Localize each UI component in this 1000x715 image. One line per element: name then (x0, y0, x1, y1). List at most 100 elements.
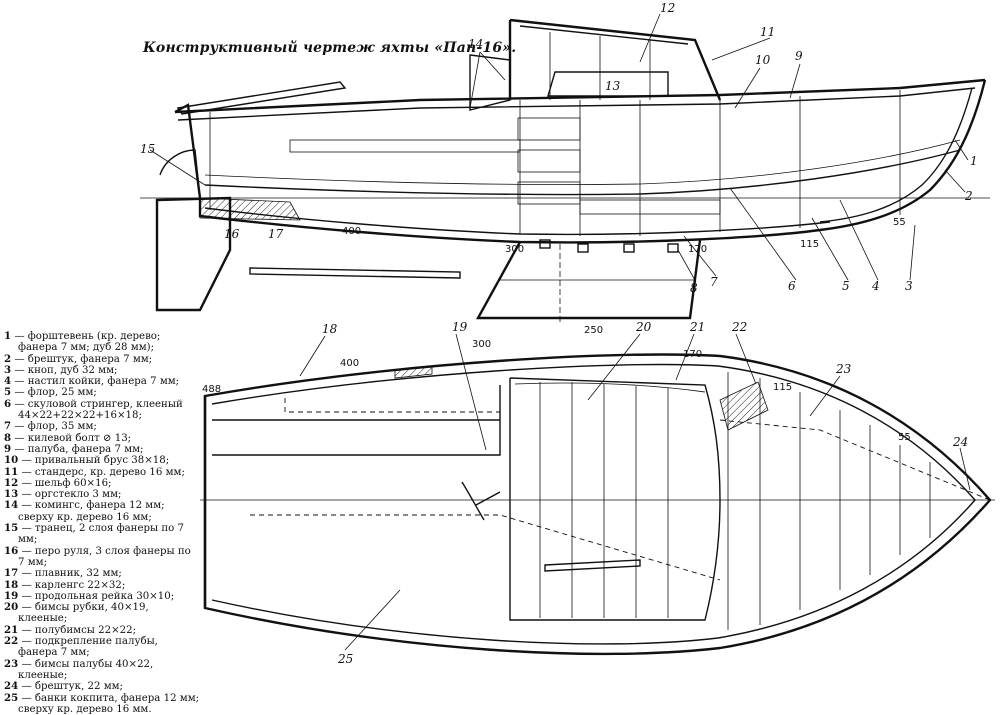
dim-170: 170 (688, 244, 707, 255)
side-view: 1 2 3 4 5 6 7 8 9 10 11 12 13 14 15 16 1… (140, 1, 990, 336)
legend-item-number: 22 (4, 635, 18, 647)
dim-plan-55: 55 (898, 432, 911, 443)
callout-21: 21 (689, 320, 705, 334)
callout-24: 24 (952, 435, 968, 449)
callout-4: 4 (871, 279, 880, 293)
legend-item: 2 — брештук, фанера 7 мм; (4, 354, 200, 365)
callout-7: 7 (710, 275, 718, 289)
legend-item: 12 — шельф 60×16; (4, 478, 200, 489)
legend-item-number: 12 (4, 477, 18, 489)
dim-plan-300: 300 (472, 339, 491, 350)
legend-item-text: — банки кокпита, фанера 12 мм; сверху кр… (18, 693, 199, 715)
legend-item-number: 17 (4, 567, 18, 579)
callout-17: 17 (268, 227, 284, 241)
callout-15: 15 (140, 142, 155, 156)
dim-250: 250 (584, 325, 603, 336)
legend-item-number: 25 (4, 692, 18, 704)
legend-item-text: — форштевень (кр. дерево; фанера 7 мм; д… (14, 331, 160, 353)
legend-item-number: 10 (4, 454, 18, 466)
legend-item-text: — карленгс 22×32; (21, 580, 125, 591)
legend-item-text: — бимсы рубки, 40×19, клееные; (18, 602, 149, 624)
dim-115: 115 (800, 239, 819, 250)
legend-item-number: 19 (4, 590, 18, 602)
legend-item: 18 — карленгс 22×32; (4, 580, 200, 591)
callout-2: 2 (964, 189, 973, 203)
legend-item: 3 — кноп, дуб 32 мм; (4, 365, 200, 376)
legend-item-text: — оргстекло 3 мм; (21, 489, 121, 500)
legend-item-text: — флор, 25 мм; (14, 387, 97, 398)
legend-item-text: — продольная рейка 30×10; (21, 591, 174, 602)
callout-20: 20 (635, 320, 652, 334)
callout-23: 23 (835, 362, 852, 376)
legend-item: 20 — бимсы рубки, 40×19, клееные; (4, 602, 200, 625)
legend-item: 22 — подкрепление палубы, фанера 7 мм; (4, 636, 200, 659)
deck-stiffener (720, 382, 768, 430)
callout-3: 3 (905, 279, 913, 293)
dim-55: 55 (893, 217, 906, 228)
legend-item: 14 — комингс, фанера 12 мм; сверху кр. д… (4, 500, 200, 523)
legend-item-text: — подкрепление палубы, фанера 7 мм; (18, 636, 158, 658)
callout-18: 18 (322, 322, 338, 336)
callout-6: 6 (788, 279, 796, 293)
callout-10: 10 (755, 53, 771, 67)
legend-item-number: 3 (4, 364, 11, 376)
callout-14: 14 (468, 37, 483, 51)
legend-item: 23 — бимсы палубы 40×22, клееные; (4, 659, 200, 682)
legend-item-number: 20 (4, 601, 18, 613)
legend-item-text: — стандерс, кр. дерево 16 мм; (21, 467, 184, 478)
legend-item-text: — комингс, фанера 12 мм; сверху кр. дере… (18, 500, 165, 522)
callout-9: 9 (795, 49, 803, 63)
legend-item-number: 16 (4, 545, 18, 557)
legend-item: 8 — килевой болт ⊘ 13; (4, 433, 200, 444)
tiller (178, 82, 345, 114)
dim-300: 300 (505, 244, 524, 255)
legend: 1 — форштевень (кр. дерево; фанера 7 мм;… (4, 331, 200, 715)
legend-item-text: — скуловой стрингер, клееный 44×22+22×22… (14, 399, 182, 421)
callout-12: 12 (660, 1, 675, 15)
legend-item: 7 — флор, 35 мм; (4, 421, 200, 432)
legend-item-text: — плавник, 32 мм; (21, 568, 121, 579)
legend-item-text: — килевой болт ⊘ 13; (14, 433, 131, 444)
callout-11: 11 (760, 25, 775, 39)
callout-8: 8 (690, 281, 698, 295)
stem (820, 80, 985, 230)
skeg (200, 198, 300, 220)
legend-item-number: 18 (4, 579, 18, 591)
chine-stringer (205, 150, 960, 195)
legend-item-text: — кноп, дуб 32 мм; (14, 365, 117, 376)
legend-item: 21 — полубимсы 22×22; (4, 625, 200, 636)
legend-item-text: — настил койки, фанера 7 мм; (14, 376, 179, 387)
legend-item-number: 4 (4, 375, 11, 387)
legend-item-number: 9 (4, 443, 11, 455)
legend-item-number: 24 (4, 680, 18, 692)
callout-22: 22 (731, 320, 747, 334)
hull-outline (205, 355, 990, 654)
callout-16: 16 (224, 227, 240, 241)
legend-item-number: 6 (4, 398, 11, 410)
legend-item: 19 — продольная рейка 30×10; (4, 591, 200, 602)
cabin-opening (510, 378, 720, 620)
dim-plan-170: 170 (683, 349, 702, 360)
legend-item-number: 21 (4, 624, 18, 636)
legend-item-number: 14 (4, 499, 18, 511)
legend-item-text: — привальный брус 38×18; (21, 455, 169, 466)
legend-item-text: — брештук, 22 мм; (21, 681, 123, 692)
legend-item: 4 — настил койки, фанера 7 мм; (4, 376, 200, 387)
legend-item-text: — палуба, фанера 7 мм; (14, 444, 143, 455)
legend-item-text: — перо руля, 3 слоя фанеры по 7 мм; (18, 546, 191, 568)
callout-1: 1 (970, 154, 978, 168)
legend-item: 15 — транец, 2 слоя фанеры по 7 мм; (4, 523, 200, 546)
legend-item: 9 — палуба, фанера 7 мм; (4, 444, 200, 455)
tiller-extension (250, 268, 460, 278)
plan-view: 18 19 20 21 22 23 24 25 488 400 300 170 … (200, 320, 995, 666)
callout-19: 19 (452, 320, 468, 334)
legend-item: 24 — брештук, 22 мм; (4, 681, 200, 692)
legend-item: 5 — флор, 25 мм; (4, 387, 200, 398)
legend-item: 1 — форштевень (кр. дерево; фанера 7 мм;… (4, 331, 200, 354)
dim-488: 488 (202, 384, 221, 395)
callout-5: 5 (842, 279, 850, 293)
callout-13: 13 (605, 79, 621, 93)
legend-item: 16 — перо руля, 3 слоя фанеры по 7 мм; (4, 546, 200, 569)
legend-item-number: 23 (4, 658, 18, 670)
legend-item-text: — транец, 2 слоя фанеры по 7 мм; (18, 523, 184, 545)
